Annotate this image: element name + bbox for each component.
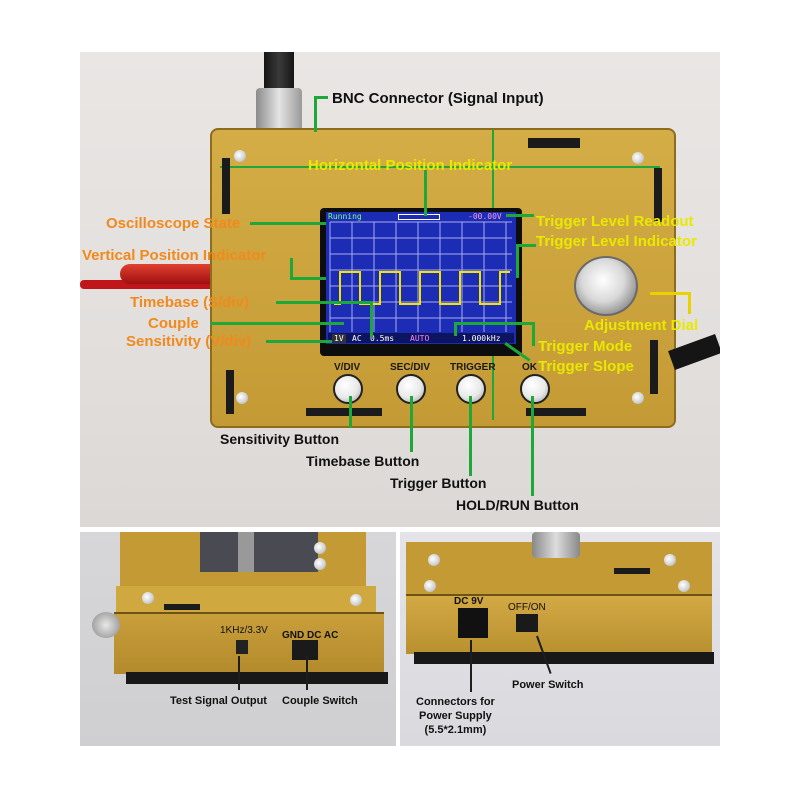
ok-label: OK — [522, 362, 537, 373]
secdiv-label: SEC/DIV — [390, 362, 431, 373]
screen-trig-level: -00.00V — [468, 212, 502, 221]
label-sens-btn: Sensitivity Button — [220, 431, 340, 447]
screen-sens: 1V — [332, 334, 346, 343]
probe-wire — [80, 280, 240, 289]
screen-state: Running — [328, 212, 362, 221]
label-power-supply: Connectors for Power Supply (5.5*2.1mm) — [416, 696, 495, 736]
vdiv-button — [333, 374, 363, 404]
test-signal-pin — [236, 640, 248, 654]
label-trig-indicator: Trigger Level Indicator — [536, 233, 697, 250]
adjustment-dial — [574, 256, 638, 316]
label-trig-readout: Trigger Level Readout — [536, 213, 694, 230]
couple-switch-body — [292, 640, 318, 660]
screen-freq: 1.000kHz — [462, 334, 501, 343]
label-bnc: BNC Connector (Signal Input) — [332, 90, 544, 107]
screen-timebase: 0.5ms — [370, 334, 395, 343]
ok-button — [520, 374, 550, 404]
label-timebase: Timebase (S/div) — [130, 294, 249, 311]
label-couple: Couple — [148, 315, 199, 332]
screen-couple: AC — [352, 334, 362, 343]
label-trigger-btn: Trigger Button — [390, 475, 487, 491]
trigger-label: TRIGGER — [450, 362, 496, 373]
side-photo-right — [400, 532, 720, 746]
horizontal-position-marker — [398, 214, 440, 220]
panel-offon: OFF/ON — [508, 602, 546, 613]
panel-test: 1KHz/3.3V — [220, 625, 268, 636]
bnc-connector — [264, 52, 294, 92]
label-couple-switch: Couple Switch — [282, 695, 358, 707]
label-horizontal: Horizontal Position Indicator — [308, 157, 513, 174]
label-test-signal: Test Signal Output — [170, 695, 267, 707]
power-switch-body — [516, 614, 538, 632]
screen-mode: AUTO — [410, 334, 430, 343]
panel-dc9v: DC 9V — [454, 596, 484, 607]
right-front-panel — [406, 594, 712, 654]
label-trig-slope: Trigger Slope — [538, 358, 634, 375]
vdiv-label: V/DIV — [334, 362, 361, 373]
bnc-connector-body — [256, 88, 302, 132]
label-power-switch: Power Switch — [512, 679, 584, 691]
label-sensitivity: Sensitivity (V/div) — [126, 333, 252, 350]
dc-jack — [458, 608, 488, 638]
top-photo: Running -00.00V 1V AC 0.5ms AUTO 1.000kH… — [80, 52, 720, 527]
label-hold-btn: HOLD/RUN Button — [456, 497, 579, 513]
side-photo-left — [80, 532, 396, 746]
label-dial: Adjustment Dial — [584, 317, 699, 334]
label-osc-state: Oscilloscope State — [106, 215, 241, 232]
panel-gnd-dc-ac: GND DC AC — [282, 630, 339, 641]
left-front-panel — [114, 612, 384, 674]
label-trig-mode: Trigger Mode — [538, 338, 633, 355]
label-vertical: Vertical Position Indicator — [82, 247, 267, 264]
label-timebase-btn: Timebase Button — [306, 453, 420, 469]
